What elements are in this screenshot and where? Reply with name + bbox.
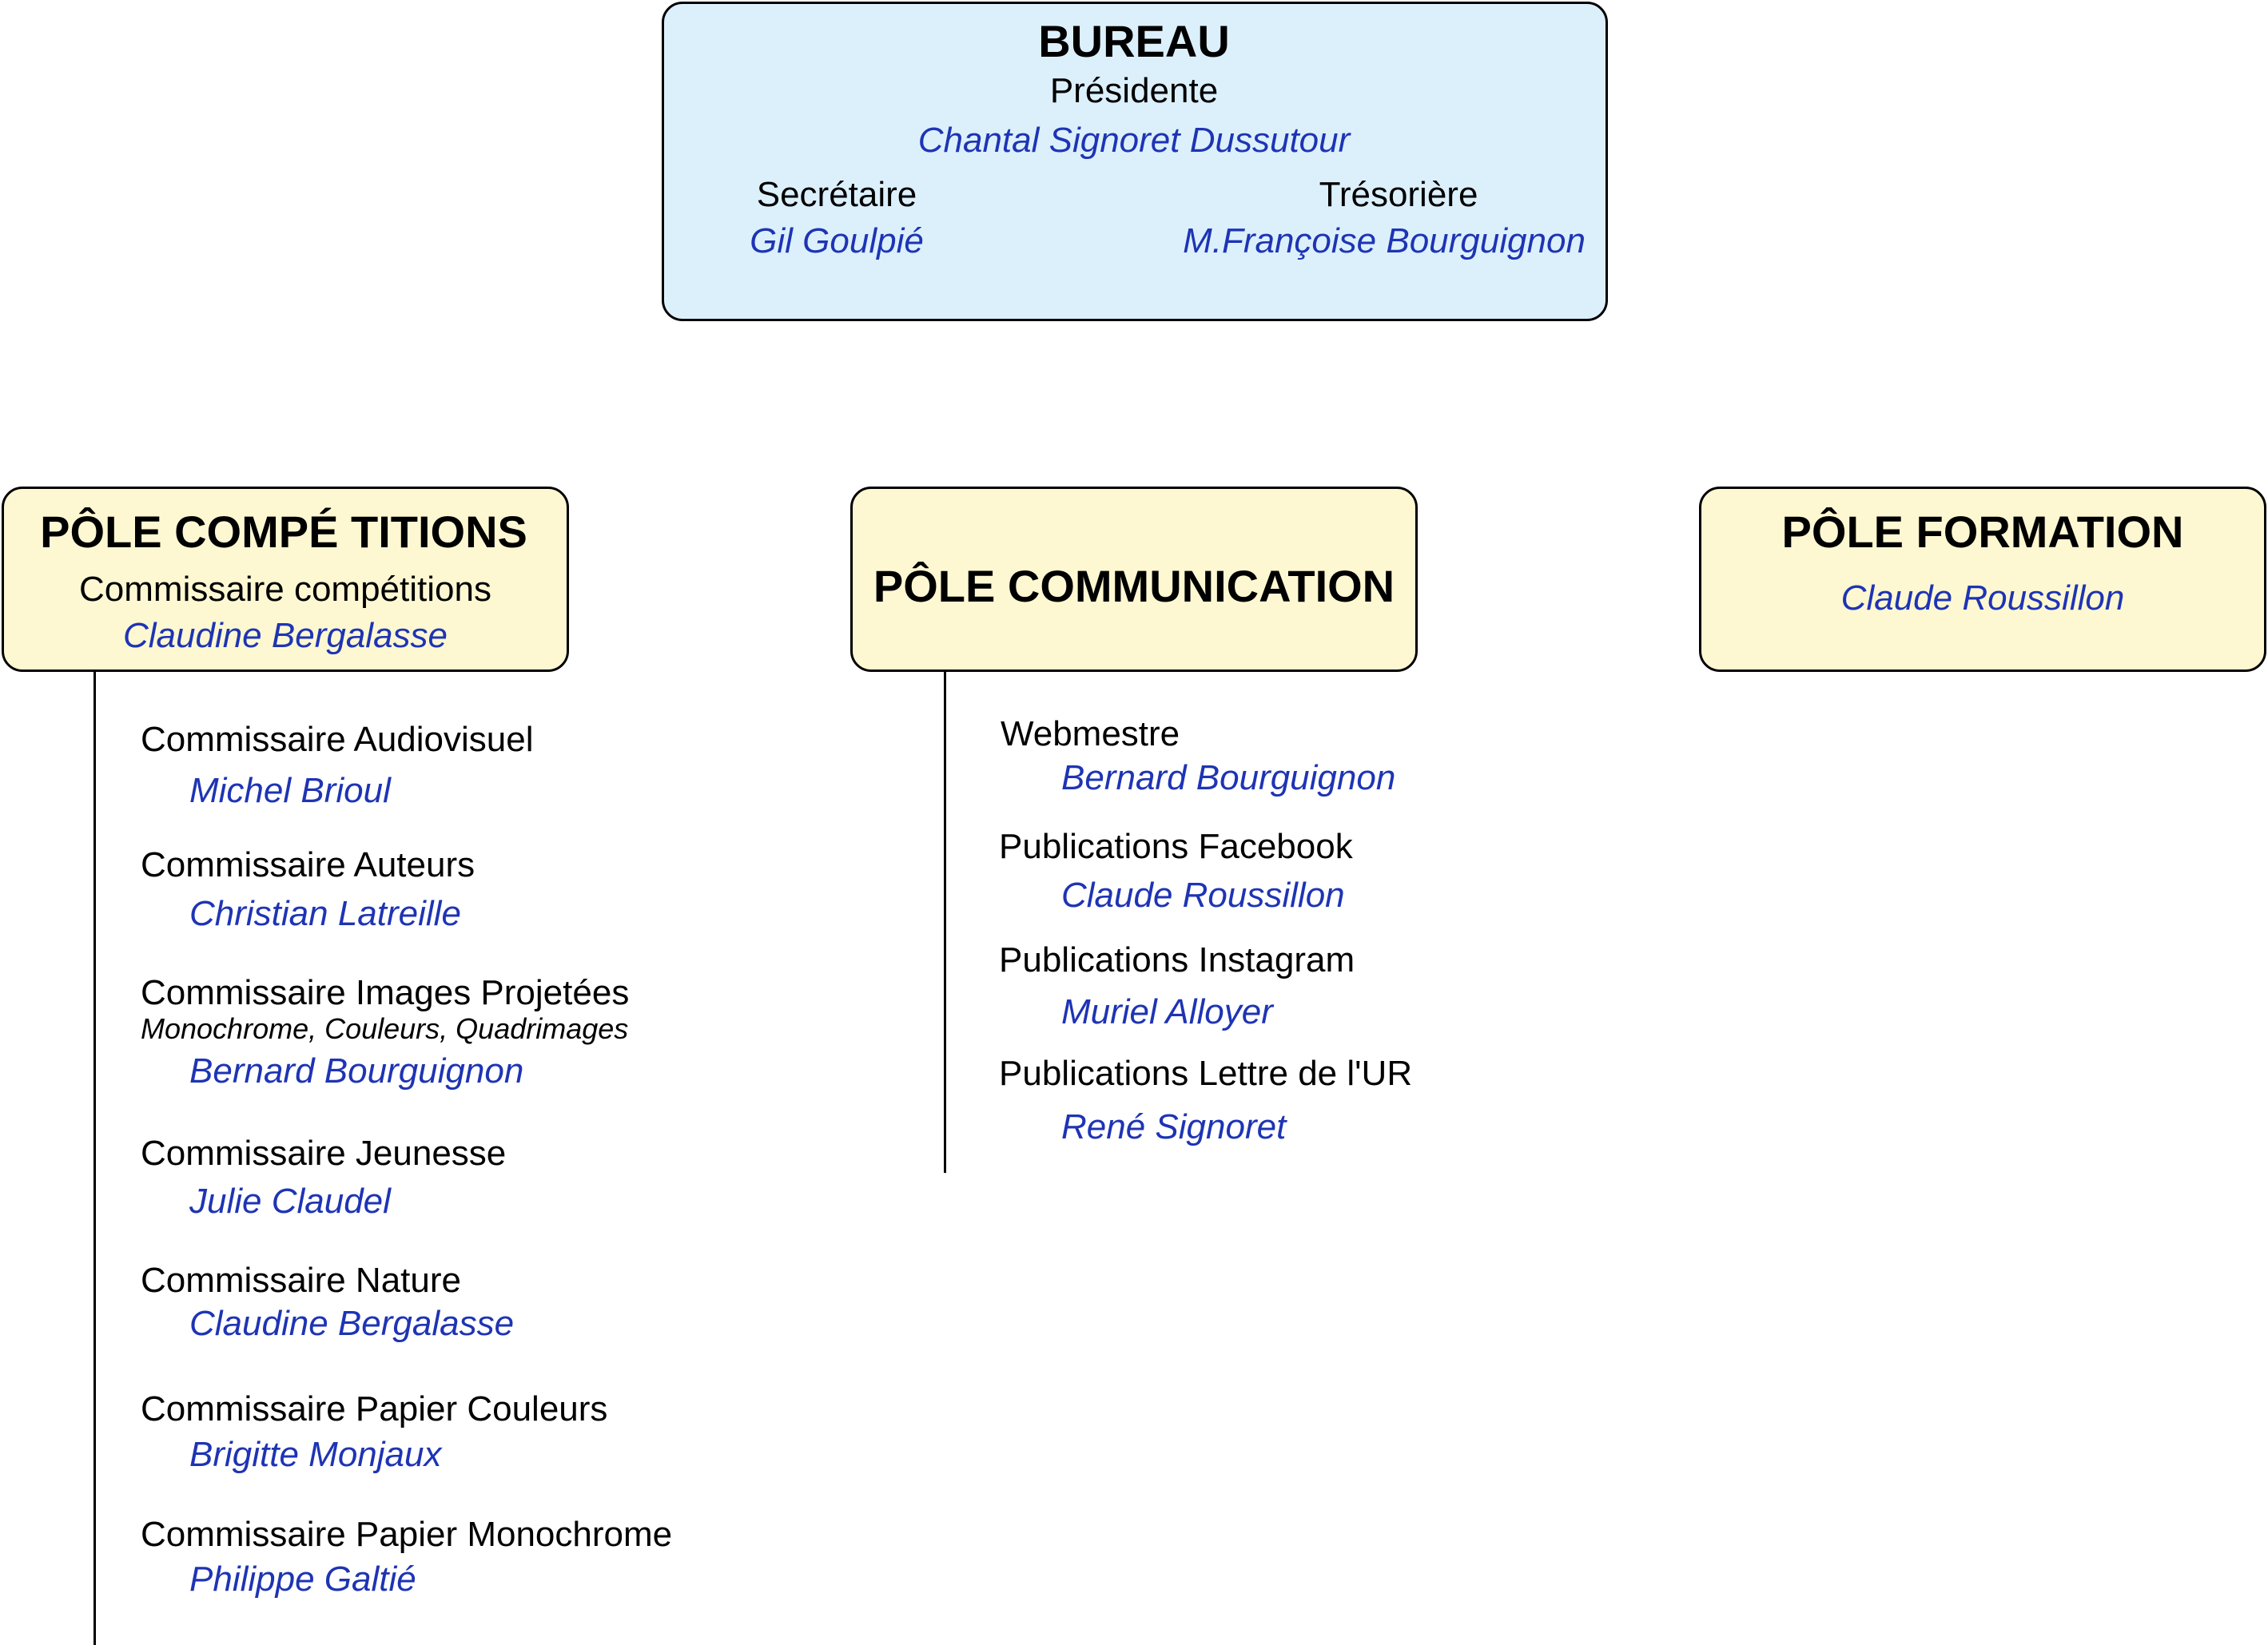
pole-formation-box — [1699, 487, 2266, 672]
communication-member-role: Publications Instagram — [999, 940, 1355, 979]
competitions-member-role: Commissaire Nature — [141, 1261, 461, 1300]
pole-competitions-name: Claudine Bergalasse — [122, 616, 448, 655]
presidente-name: Chantal Signoret Dussutour — [917, 121, 1351, 160]
pole-formation-name: Claude Roussillon — [1840, 578, 2125, 618]
secretaire-name: Gil Goulpié — [750, 221, 924, 260]
bureau-title: BUREAU — [1038, 16, 1230, 66]
pole-communication-box — [850, 487, 1418, 672]
tresoriere-name: M.Françoise Bourguignon — [1183, 221, 1586, 260]
competitions-member-role: Commissaire Papier Couleurs — [141, 1389, 608, 1428]
competitions-member-role: Commissaire Auteurs — [141, 845, 475, 884]
competitions-member-role: Commissaire Images Projetées — [141, 973, 630, 1012]
competitions-member-name: Brigitte Monjaux — [189, 1435, 442, 1474]
communication-member-name: Claude Roussillon — [1061, 876, 1345, 915]
pole-competitions-role: Commissaire compétitions — [79, 570, 491, 609]
secretaire-role: Secrétaire — [756, 175, 917, 214]
competitions-member-name: Michel Brioul — [189, 771, 391, 810]
communication-member-role: Publications Lettre de l'UR — [999, 1054, 1413, 1093]
communication-member-role: Publications Facebook — [999, 827, 1353, 866]
communication-member-role: Webmestre — [1001, 714, 1180, 753]
communication-member-name: Muriel Alloyer — [1061, 992, 1273, 1031]
pole-competitions-title: PÔLE COMPÉ TITIONS — [40, 507, 527, 557]
pole-competitions-box — [2, 487, 569, 672]
communication-member-name: René Signoret — [1061, 1107, 1287, 1146]
competitions-member-name: Philippe Galtié — [189, 1560, 416, 1599]
bureau-box — [662, 2, 1608, 321]
competitions-member-name: Julie Claudel — [189, 1182, 391, 1221]
competitions-member-role: Commissaire Jeunesse — [141, 1134, 507, 1173]
competitions-member-name: Christian Latreille — [189, 894, 461, 933]
competitions-member-role: Commissaire Audiovisuel — [141, 720, 534, 759]
communication-member-name: Bernard Bourguignon — [1061, 758, 1396, 797]
pole-communication-connector-line — [944, 672, 946, 1173]
pole-competitions-connector-line — [94, 672, 96, 1645]
pole-formation-title: PÔLE FORMATION — [1781, 507, 2184, 557]
tresoriere-role: Trésorière — [1319, 175, 1478, 214]
competitions-member-name: Bernard Bourguignon — [189, 1051, 524, 1091]
competitions-member-name: Claudine Bergalasse — [189, 1304, 515, 1343]
competitions-member-role: Commissaire Papier Monochrome — [141, 1515, 673, 1554]
competitions-member-detail: Monochrome, Couleurs, Quadrimages — [141, 1012, 629, 1045]
pole-communication-title: PÔLE COMMUNICATION — [873, 561, 1395, 611]
presidente-role: Présidente — [1049, 71, 1219, 110]
